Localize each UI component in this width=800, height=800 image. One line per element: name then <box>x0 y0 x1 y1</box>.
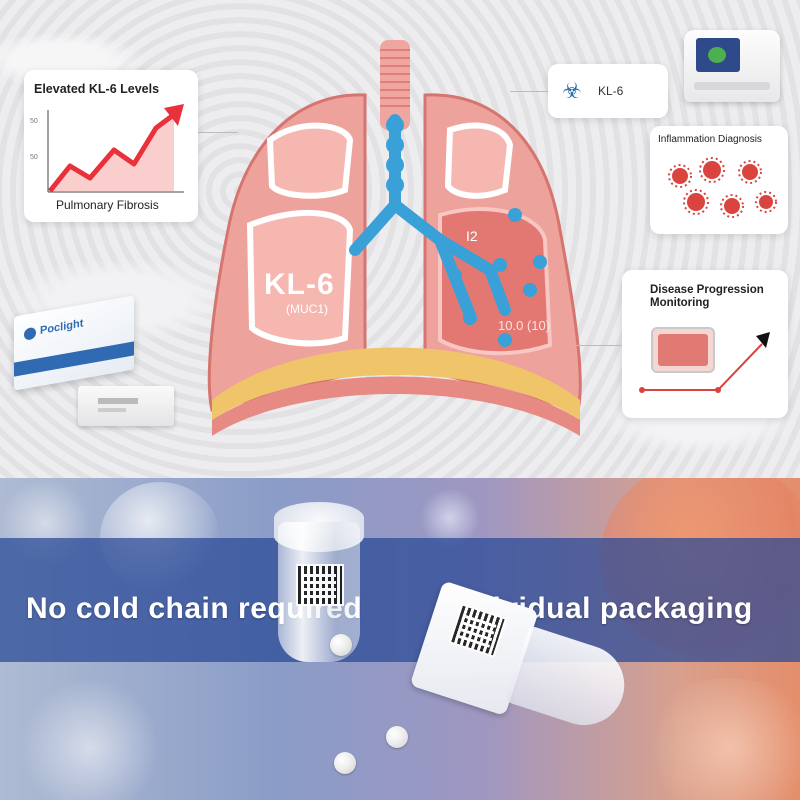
progression-card: Disease Progression Monitoring <box>622 270 788 418</box>
qr-code-icon <box>296 564 344 606</box>
reagent-strip-pouch <box>78 386 174 426</box>
virus-cluster-icon <box>668 157 777 218</box>
analyzer-label-card: ☣ KL-6 <box>548 64 668 118</box>
tick-lower: 50 <box>30 154 38 161</box>
inflammation-title: Inflammation Diagnosis <box>658 134 762 145</box>
rising-trend-chart <box>47 104 184 193</box>
reagent-bead <box>334 752 356 774</box>
kit-stripe <box>14 341 134 377</box>
lung-right-label-bottom: 10.0 (10) <box>498 318 551 333</box>
analyzer-screen <box>696 38 740 72</box>
reagent-bead <box>386 726 408 748</box>
kit-brand: Poclight <box>40 317 84 337</box>
progression-title: Disease Progression Monitoring <box>650 284 764 309</box>
microscope-icon: ☣ <box>562 78 582 103</box>
analyzer-device <box>684 30 780 102</box>
diaphragm-muscle <box>212 376 580 436</box>
tick-upper: 50 <box>30 118 38 125</box>
leader-line <box>198 132 238 133</box>
progression-chart <box>639 327 770 393</box>
trachea-rings <box>380 49 410 107</box>
diaphragm <box>212 347 580 420</box>
trachea <box>380 40 410 130</box>
trend-line <box>48 114 174 193</box>
kl6-levels-title: Elevated KL-6 Levels <box>34 82 160 96</box>
left-lower-lobe <box>246 209 354 347</box>
lung-main-label: KL-6 <box>264 268 335 301</box>
analyzer-label: KL-6 <box>598 84 624 98</box>
alveoli-nodes <box>386 116 547 347</box>
left-upper-lobe <box>266 122 354 199</box>
poclight-logo-icon <box>24 326 36 341</box>
trend-arrowhead <box>164 104 184 126</box>
lung-right-label-top: I2 <box>466 228 478 244</box>
right-upper-lobe <box>444 122 514 199</box>
feature-banner <box>0 538 800 662</box>
leader-line <box>510 91 548 92</box>
leader-line <box>566 345 622 346</box>
cell-blob <box>20 678 160 800</box>
progression-rise <box>717 343 763 391</box>
inflammation-card: Inflammation Diagnosis <box>650 126 788 234</box>
cell-blob <box>640 678 800 800</box>
reagent-bead <box>330 634 352 656</box>
lung-illustration <box>207 40 582 436</box>
lung-sub-label: (MUC1) <box>286 302 328 316</box>
analyzer-slot <box>694 82 770 90</box>
kl6-levels-caption: Pulmonary Fibrosis <box>56 198 159 212</box>
progression-arrowhead <box>756 332 770 348</box>
kl6-levels-card: Elevated KL-6 Levels 50 50 Pulmonary Fib… <box>24 70 198 222</box>
tissue-sample <box>658 334 708 366</box>
